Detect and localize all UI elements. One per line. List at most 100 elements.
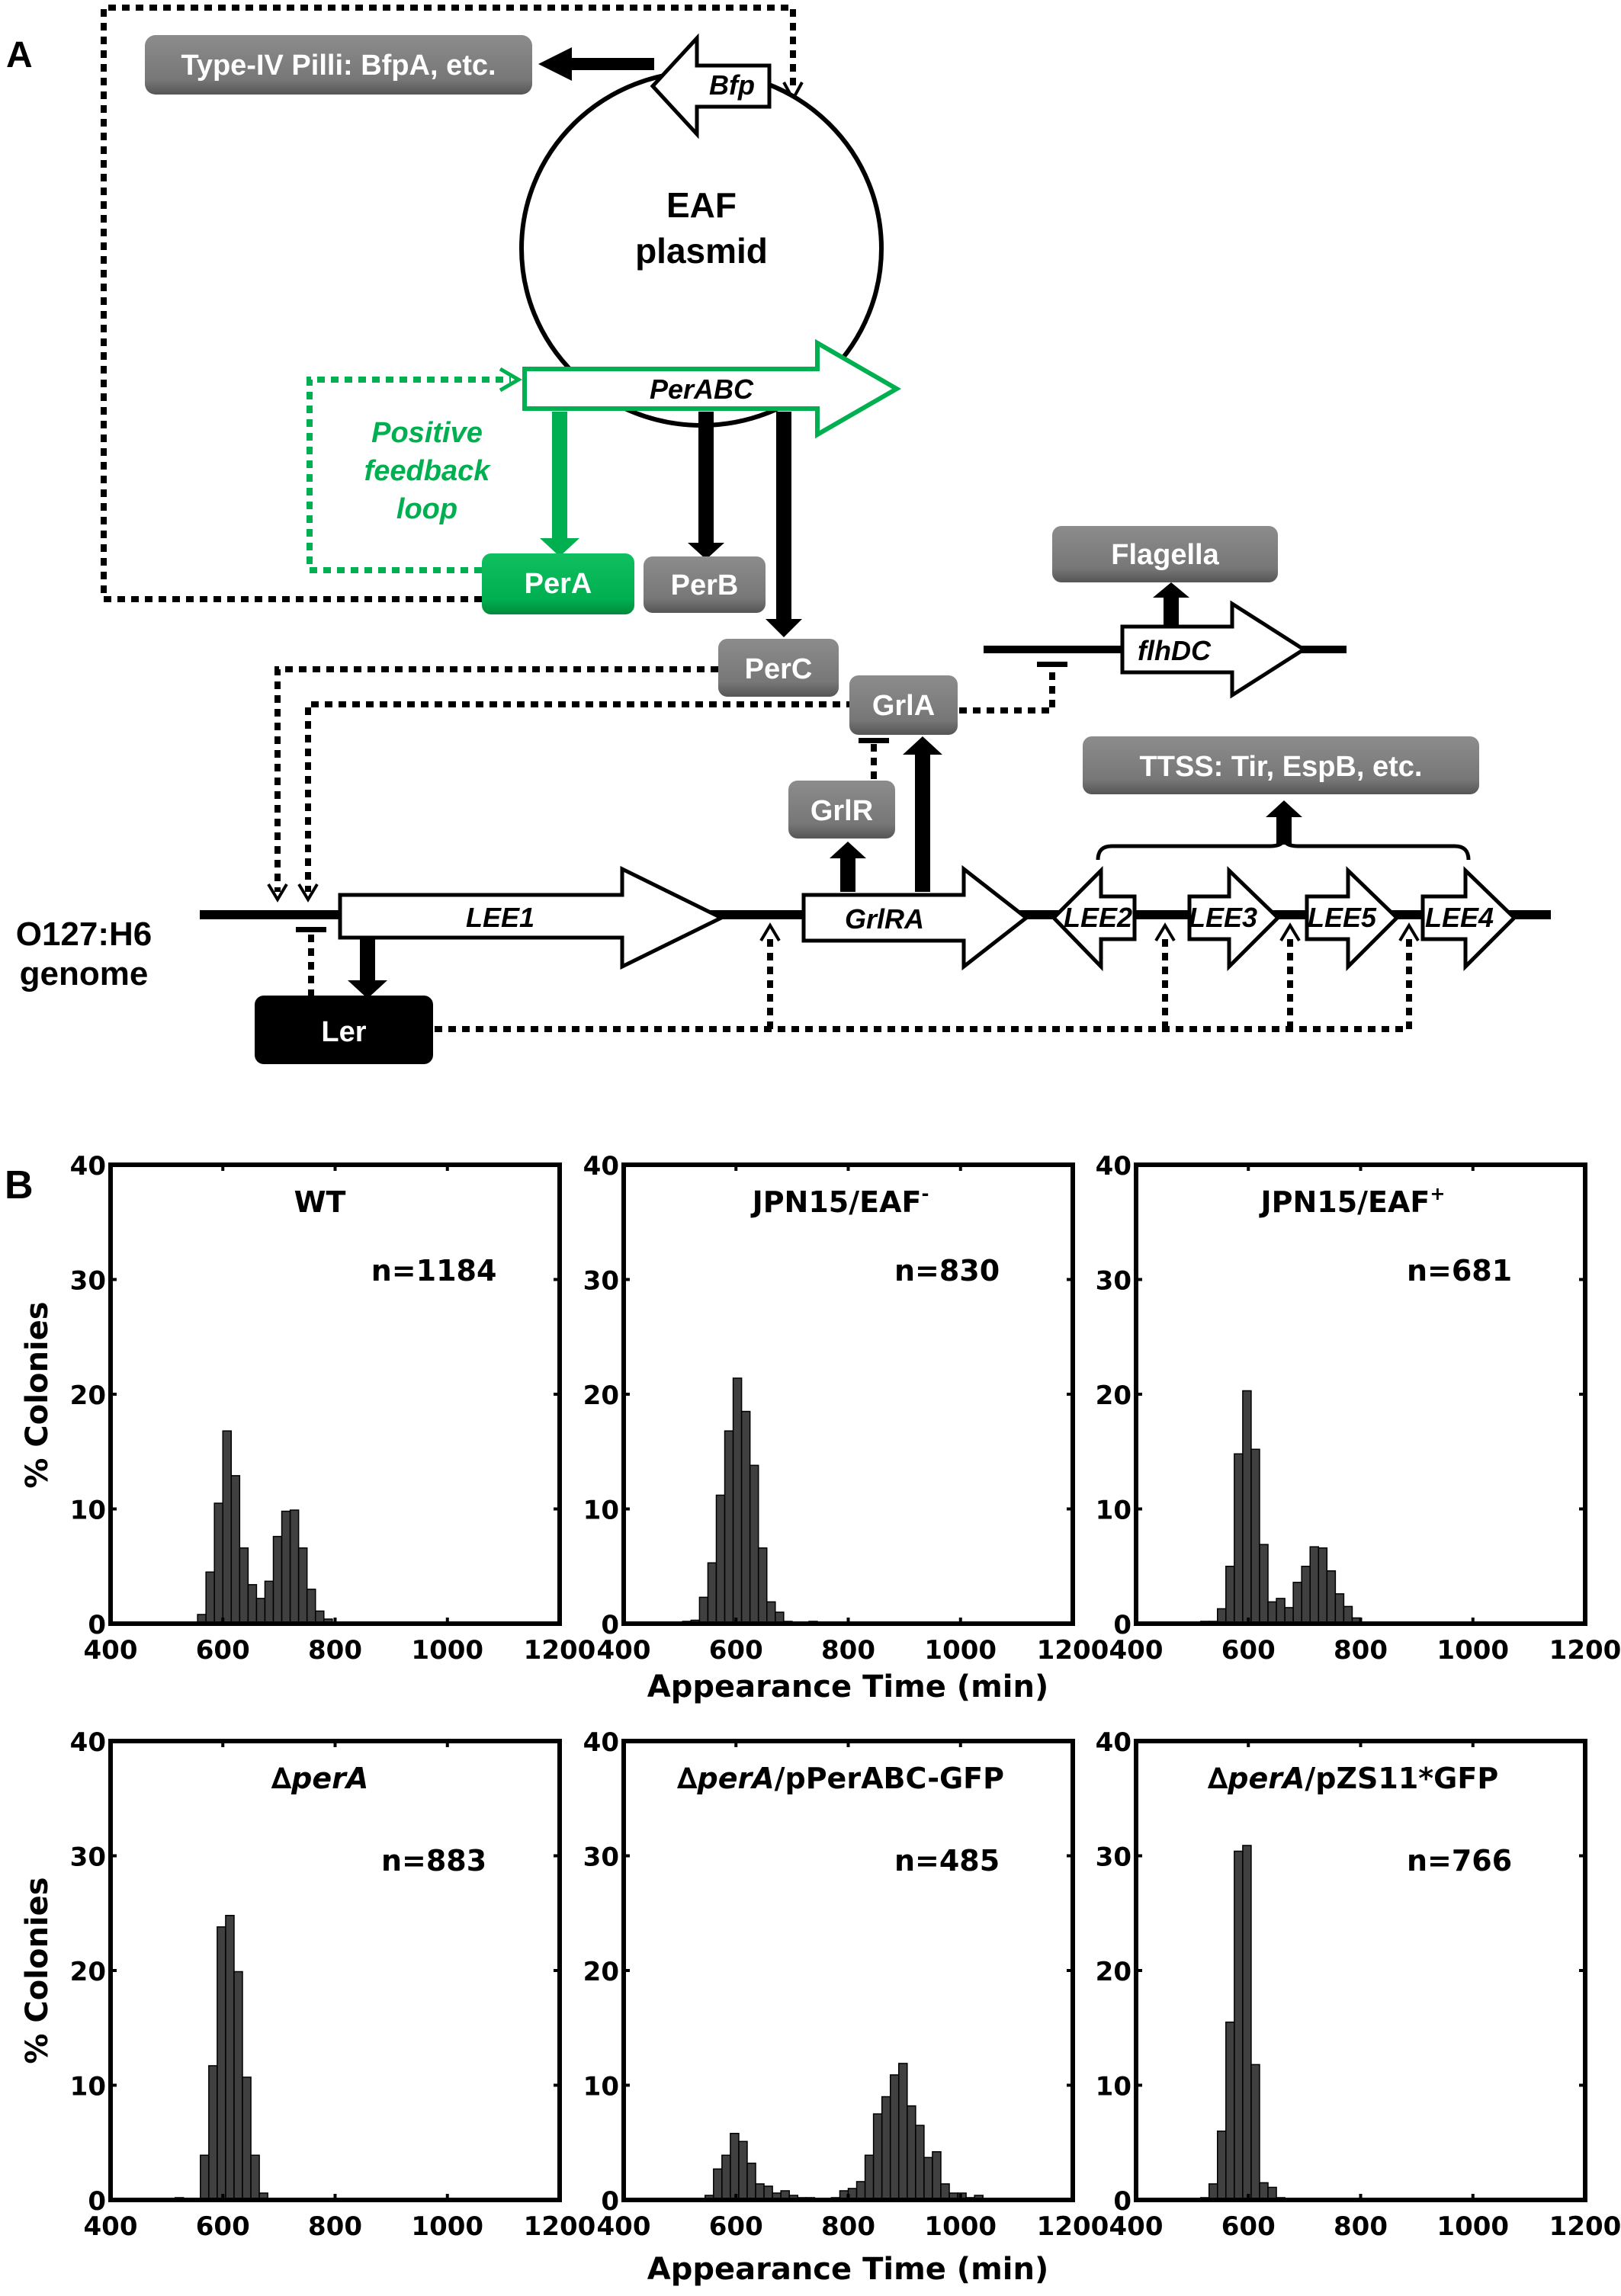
- x-tick-label: 1200: [1037, 2211, 1109, 2242]
- x-tick-label: 1200: [1037, 1635, 1109, 1666]
- x-tick-label: 1200: [1549, 1635, 1621, 1666]
- plot-frame: [1134, 1739, 1587, 2202]
- panel-b-label: B: [5, 1163, 34, 1207]
- histogram-bar: [205, 1571, 215, 1624]
- histogram-bar: [1309, 1546, 1320, 1624]
- histogram-bar: [1225, 2021, 1235, 2201]
- x-tick-label: 1000: [1436, 1635, 1509, 1666]
- histogram-bar: [306, 1589, 316, 1624]
- grla-lee1-activation-line: [305, 701, 854, 892]
- histogram-bar: [1318, 1547, 1328, 1624]
- flagella-expression-arrow: [1153, 582, 1189, 625]
- x-tick-label: 600: [1221, 1635, 1276, 1666]
- x-tick-label: 400: [1109, 2211, 1164, 2242]
- histogram-title: ∆perA: [271, 1762, 369, 1795]
- protein-box-grla: GrlA: [849, 675, 958, 735]
- protein-box-ler: Ler: [255, 996, 433, 1064]
- histogram-bar: [732, 1377, 743, 1624]
- lee-operons-brace: [1096, 836, 1471, 861]
- histogram-bar: [740, 1410, 751, 1624]
- histogram-bar: [1234, 1850, 1244, 2201]
- histogram-bar: [1259, 1544, 1269, 1624]
- x-tick-label: 1200: [1549, 2211, 1621, 2242]
- svg-text:Bfp: Bfp: [709, 69, 755, 101]
- x-tick-label: 600: [1221, 2211, 1276, 2242]
- histogram-title: ∆perA/pZS11*GFP: [1208, 1762, 1498, 1795]
- y-tick-label: 0: [88, 1610, 106, 1640]
- perc-lee1-activation-line: [274, 666, 718, 892]
- histogram-bar: [1208, 2183, 1218, 2201]
- histogram-bar: [713, 2168, 723, 2201]
- y-tick-label: 30: [1096, 1842, 1131, 1873]
- x-tick-label: 800: [308, 1635, 362, 1666]
- plot-frame: [621, 1162, 1075, 1626]
- open-arrowhead-icon: [1279, 922, 1301, 942]
- histogram-bar: [1225, 1566, 1235, 1624]
- histogram-bar: [755, 2183, 765, 2201]
- x-axis-label-bottom: Appearance Time (min): [647, 2252, 1048, 2287]
- histogram-bar: [1284, 1607, 1294, 1624]
- plot-frame: [1134, 1162, 1587, 1626]
- histogram-bar: [730, 2132, 740, 2201]
- gene-bfp: Bfp: [650, 33, 772, 139]
- histogram-bar: [250, 2154, 260, 2201]
- y-tick-label: 30: [70, 1266, 106, 1297]
- x-tick-label: 400: [84, 1635, 138, 1666]
- x-tick-label: 600: [709, 2211, 763, 2242]
- gene-grlra: GrlRA: [801, 864, 1030, 971]
- histogram-bar: [1276, 1598, 1286, 1624]
- y-tick-label: 30: [70, 1842, 106, 1873]
- histogram-bar: [1326, 1570, 1337, 1624]
- protein-box-pili: Type-IV Pilli: BfpA, etc.: [145, 35, 532, 95]
- histogram-title: JPN15/EAF+: [1259, 1183, 1446, 1219]
- x-tick-label: 800: [821, 1635, 875, 1666]
- grlr-expression-arrow: [830, 842, 866, 892]
- feedback-arrowhead-icon: [499, 367, 522, 393]
- panel-b: B % Colonies % Colonies Appearance Time …: [5, 1151, 1621, 2287]
- y-tick-label: 20: [583, 1957, 619, 1987]
- x-tick-label: 800: [308, 2211, 362, 2242]
- x-tick-label: 1000: [1436, 2211, 1509, 2242]
- svg-text:PerC: PerC: [745, 653, 813, 685]
- histogram-bar: [200, 2154, 210, 2201]
- histogram-bar: [923, 2157, 933, 2201]
- pera-bfp-activation-line: [101, 5, 796, 602]
- gene-lee4: LEE4: [1420, 866, 1517, 972]
- positive-feedback-label: Positive feedback loop: [364, 417, 492, 525]
- y-tick-label: 0: [1113, 2186, 1131, 2217]
- histogram-bar: [242, 2076, 252, 2201]
- svg-text:LEE4: LEE4: [1425, 902, 1494, 933]
- svg-text:PerB: PerB: [671, 569, 739, 601]
- histogram-bar: [230, 1475, 241, 1624]
- x-tick-label: 600: [709, 1635, 763, 1666]
- histogram-bar: [1234, 1453, 1244, 1624]
- y-tick-label: 40: [70, 1727, 106, 1758]
- svg-text:flhDC: flhDC: [1138, 635, 1212, 666]
- gene-lee1: LEE1: [338, 865, 726, 970]
- histogram-bar: [1242, 1390, 1252, 1624]
- histogram-bar: [715, 1494, 726, 1624]
- y-tick-label: 40: [583, 1151, 619, 1182]
- histogram-bar: [239, 1547, 249, 1624]
- histogram-bar: [289, 1509, 300, 1624]
- pera-expression-arrow: [540, 412, 579, 556]
- svg-text:Positive: Positive: [371, 417, 483, 449]
- svg-text:GrlRA: GrlRA: [845, 903, 924, 935]
- histogram-bar: [281, 1510, 291, 1624]
- histogram-bar: [724, 1430, 734, 1624]
- histogram-bar: [1334, 1593, 1345, 1624]
- histogram-bar: [738, 2140, 748, 2201]
- histogram-bar: [213, 1502, 223, 1624]
- histogram-bar: [872, 2113, 883, 2201]
- y-axis-label-top: % Colonies: [20, 1301, 55, 1488]
- y-tick-label: 40: [1096, 1727, 1131, 1758]
- y-tick-label: 20: [70, 1380, 106, 1411]
- y-tick-label: 10: [583, 1496, 619, 1526]
- svg-text:LEE3: LEE3: [1189, 902, 1257, 933]
- genome-label-line1: O127:H6: [16, 916, 152, 953]
- histogram-bar: [864, 2154, 875, 2201]
- histogram-bar: [915, 2124, 925, 2201]
